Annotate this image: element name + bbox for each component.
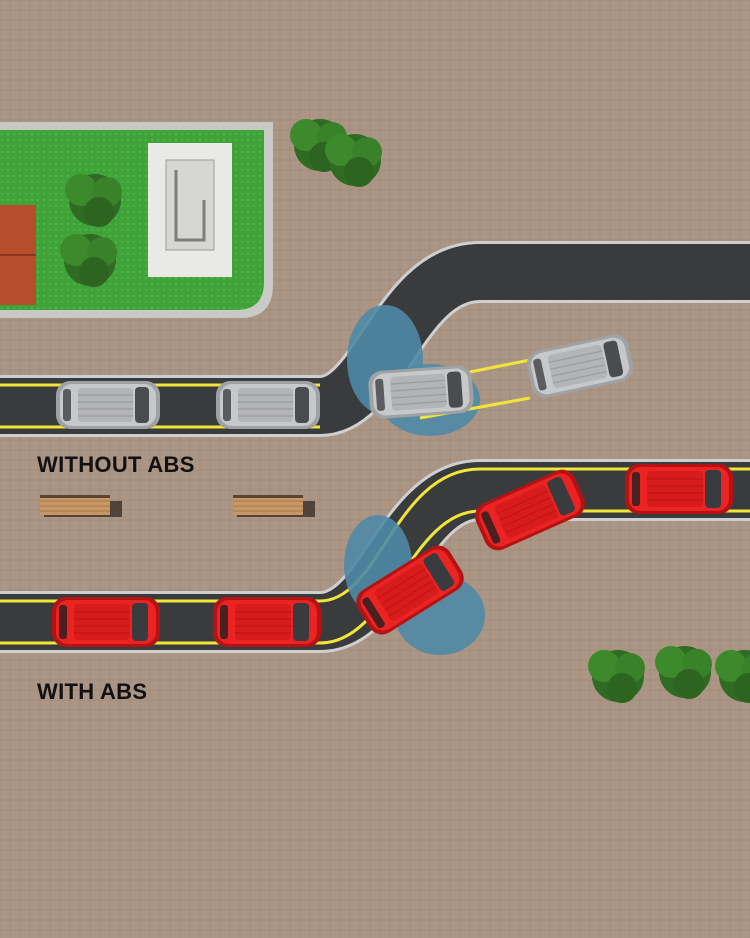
car-without-abs <box>366 363 476 421</box>
car-without-abs <box>55 380 161 430</box>
house-red-roof <box>0 205 36 305</box>
label-with-abs: WITH ABS <box>37 679 148 704</box>
car-without-abs <box>215 380 321 430</box>
car-with-abs <box>624 463 734 515</box>
bench <box>232 494 316 518</box>
label-without-abs: WITHOUT ABS <box>37 452 195 477</box>
car-with-abs <box>212 596 322 648</box>
white-building <box>148 143 232 277</box>
bench <box>39 494 123 518</box>
property-lawn <box>0 122 273 318</box>
car-with-abs <box>51 596 161 648</box>
